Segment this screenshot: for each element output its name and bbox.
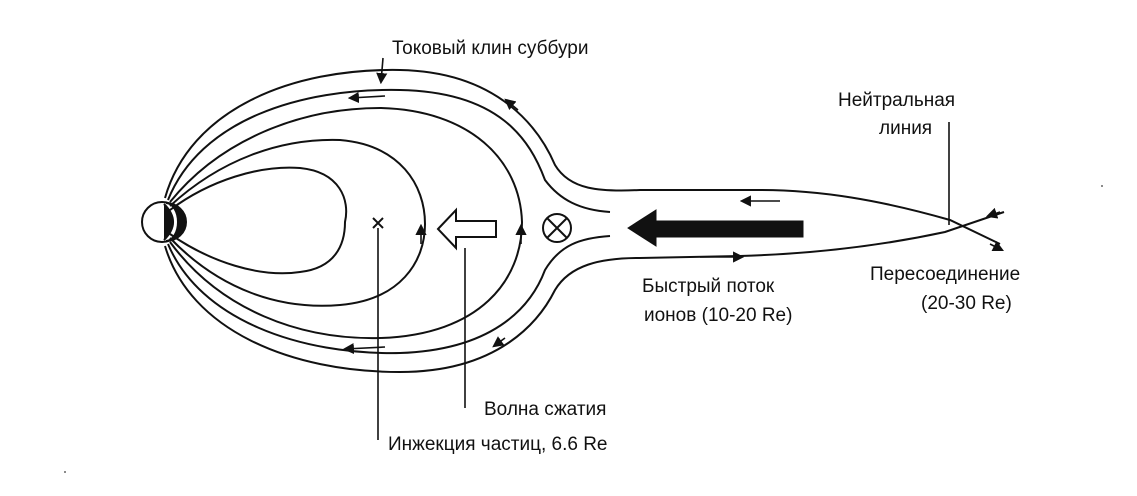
- label-current-wedge: Токовый клин суббури: [392, 38, 588, 59]
- label-compression-wave: Волна сжатия: [484, 399, 606, 420]
- label-fast-flow-2: ионов (10-20 Re): [644, 305, 792, 326]
- scan-dot: [1101, 185, 1103, 187]
- earth: [141, 201, 187, 243]
- field-line-4: [167, 88, 611, 355]
- label-pointers: [377, 122, 950, 440]
- injection-x-icon: [372, 217, 384, 229]
- field-line-inner: [169, 166, 348, 275]
- label-neutral-line-2: линия: [879, 118, 932, 139]
- field-line-3: [169, 106, 524, 340]
- field-line-outer-bottom: [164, 211, 1005, 374]
- fast-ion-flow-arrow: [627, 209, 804, 247]
- label-injection: Инжекция частиц, 6.6 Re: [388, 434, 608, 455]
- field-line-outer-top: [164, 68, 1001, 245]
- scan-dot: [64, 471, 66, 473]
- label-neutral-line-1: Нейтральная: [838, 90, 955, 111]
- label-reconnection-2: (20-30 Re): [921, 293, 1012, 314]
- label-reconnection-1: Пересоединение: [870, 264, 1020, 285]
- label-fast-flow-1: Быстрый поток: [642, 276, 775, 297]
- current-into-page-icon: [542, 213, 572, 243]
- compression-wave-arrow: [436, 207, 497, 251]
